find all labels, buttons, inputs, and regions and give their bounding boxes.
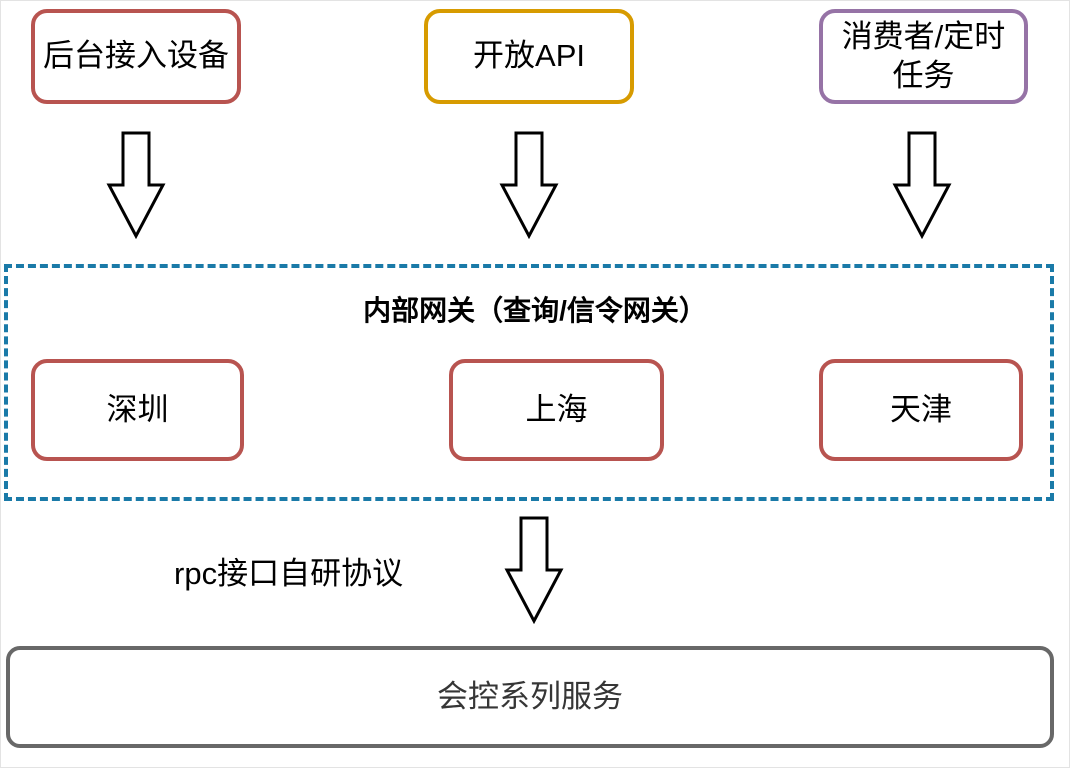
down-arrow-icon xyxy=(106,131,166,239)
node-label: 消费者/定时任务 xyxy=(841,18,1006,93)
rpc-protocol-label: rpc接口自研协议 xyxy=(174,556,404,591)
node-label: 天津 xyxy=(890,391,952,427)
node-label: 开放API xyxy=(473,38,585,74)
node-region-shanghai: 上海 xyxy=(449,359,664,461)
node-label: 深圳 xyxy=(106,391,169,427)
node-open-api: 开放API xyxy=(424,9,634,104)
node-consumer-timed-tasks: 消费者/定时任务 xyxy=(819,9,1028,104)
node-label: 会控系列服务 xyxy=(437,678,623,714)
node-backend-access-devices: 后台接入设备 xyxy=(31,9,241,104)
internal-gateway-title: 内部网关（查询/信令网关） xyxy=(363,295,707,326)
down-arrow-icon xyxy=(504,516,564,624)
node-region-shenzhen: 深圳 xyxy=(31,359,244,461)
down-arrow-icon xyxy=(892,131,952,239)
node-conference-control-services: 会控系列服务 xyxy=(6,646,1054,748)
internal-gateway-group xyxy=(4,264,1054,501)
down-arrow-icon xyxy=(499,131,559,239)
node-label: 上海 xyxy=(525,391,588,427)
node-region-tianjin: 天津 xyxy=(819,359,1023,461)
node-label: 后台接入设备 xyxy=(43,38,229,74)
